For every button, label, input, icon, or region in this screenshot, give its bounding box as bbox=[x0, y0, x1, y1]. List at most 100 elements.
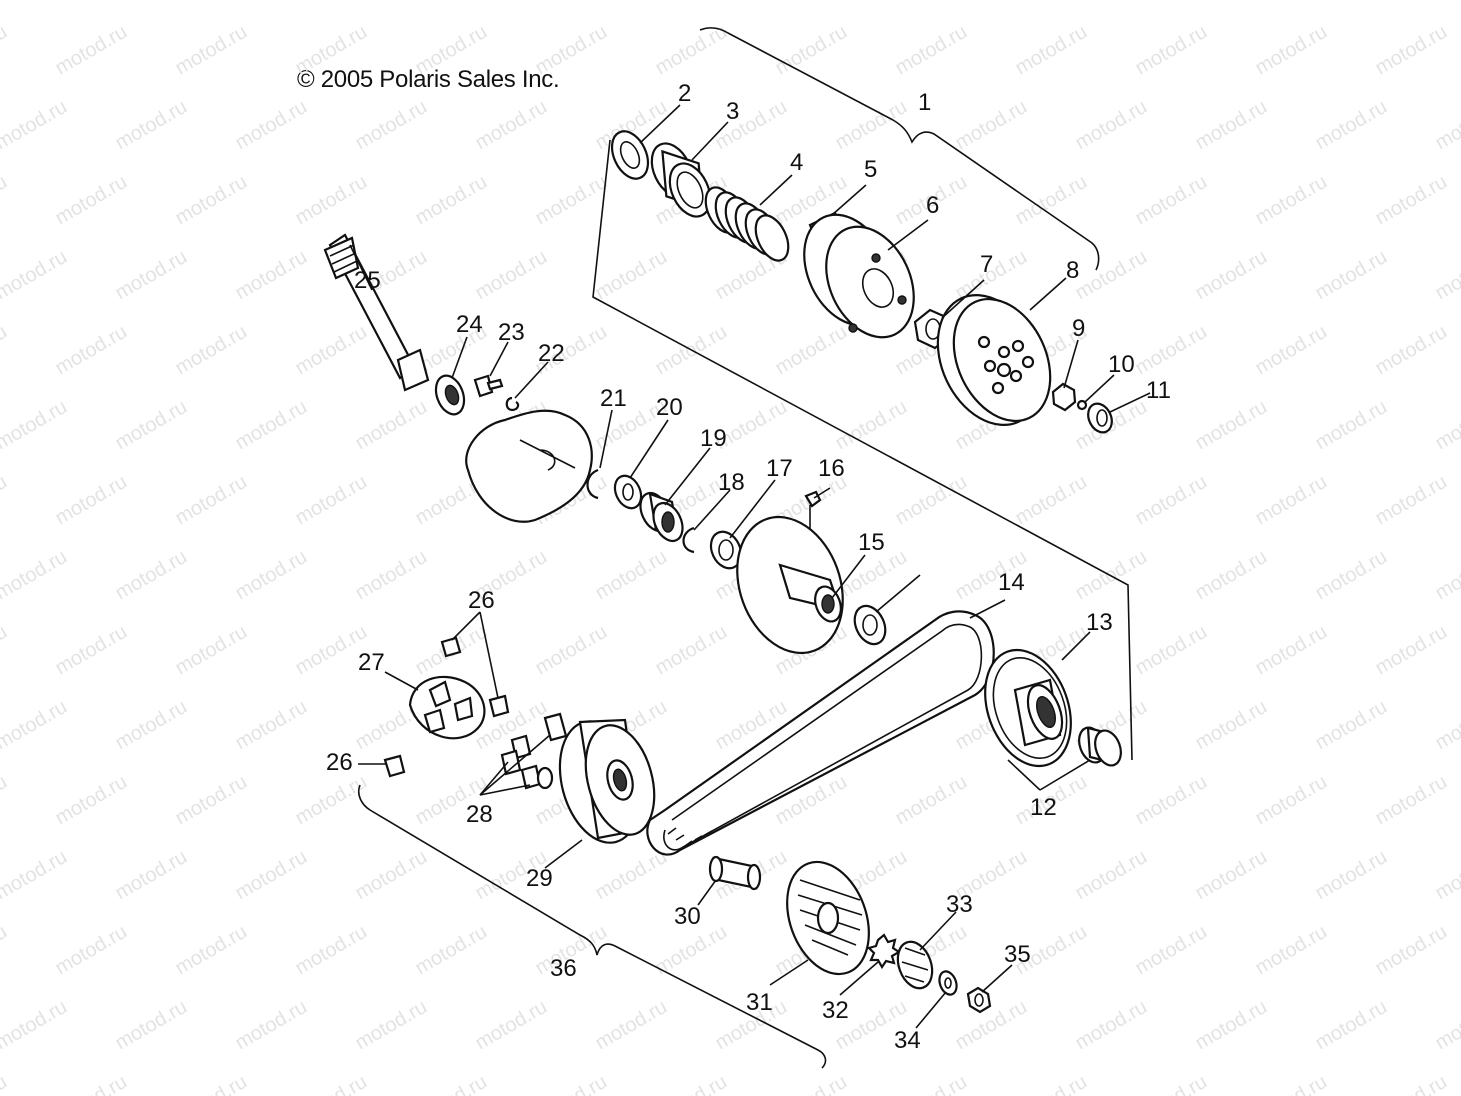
callout-4: 4 bbox=[790, 149, 803, 176]
callout-1: 1 bbox=[918, 89, 931, 116]
watermark-text: motod.ru bbox=[1132, 171, 1211, 230]
part-24-bearing bbox=[434, 374, 466, 416]
watermark-text: motod.ru bbox=[1192, 246, 1271, 305]
watermark-text: motod.ru bbox=[1252, 171, 1331, 230]
part-2-seal bbox=[610, 130, 650, 180]
watermark-text: motod.ru bbox=[1372, 171, 1451, 230]
watermark-text: motod.ru bbox=[412, 921, 491, 980]
watermark-text: motod.ru bbox=[952, 996, 1031, 1055]
watermark-text: motod.ru bbox=[0, 846, 71, 905]
watermark-text: motod.ru bbox=[1192, 96, 1271, 155]
watermark-text: motod.ru bbox=[112, 0, 191, 4]
part-20-washer bbox=[613, 474, 643, 510]
part-6-clutch-shoe bbox=[803, 213, 915, 339]
watermark-text: motod.ru bbox=[1012, 21, 1091, 80]
watermark-text: motod.ru bbox=[952, 96, 1031, 155]
watermark-text: motod.ru bbox=[532, 621, 611, 680]
watermark-text: motod.ru bbox=[1312, 396, 1391, 455]
watermark-text: motod.ru bbox=[412, 1071, 491, 1096]
callout-36: 36 bbox=[550, 955, 577, 982]
callout-8: 8 bbox=[1066, 257, 1079, 284]
part-31-fan bbox=[786, 860, 870, 976]
part-17-seal bbox=[709, 530, 743, 570]
part-12-bushing bbox=[1078, 726, 1122, 767]
callout-26-second: 26 bbox=[326, 749, 353, 776]
watermark-text: motod.ru bbox=[532, 1071, 611, 1096]
watermark-text: motod.ru bbox=[1372, 921, 1451, 980]
watermark-text: motod.ru bbox=[832, 0, 911, 4]
callout-15: 15 bbox=[858, 529, 885, 556]
part-32-star-washer bbox=[866, 933, 902, 970]
watermark-text: motod.ru bbox=[1192, 846, 1271, 905]
watermark-text: motod.ru bbox=[292, 471, 371, 530]
watermark-text: motod.ru bbox=[352, 0, 431, 4]
watermark-text: motod.ru bbox=[0, 396, 71, 455]
watermark-text: motod.ru bbox=[1372, 771, 1451, 830]
part-30-collar bbox=[708, 855, 762, 891]
callout-2: 2 bbox=[678, 80, 691, 107]
watermark-text: motod.ru bbox=[172, 171, 251, 230]
watermark-text: motod.ru bbox=[52, 921, 131, 980]
watermark-text: motod.ru bbox=[1432, 996, 1461, 1055]
watermark-text: motod.ru bbox=[1372, 21, 1451, 80]
part-29-movable-face bbox=[558, 718, 656, 844]
part-10-washer bbox=[1076, 399, 1088, 411]
watermark-text: motod.ru bbox=[1012, 171, 1091, 230]
watermark-text: motod.ru bbox=[1252, 21, 1331, 80]
callout-24: 24 bbox=[456, 311, 483, 338]
watermark-text: motod.ru bbox=[352, 846, 431, 905]
part-23-bolt bbox=[473, 374, 504, 398]
watermark-text: motod.ru bbox=[1132, 921, 1211, 980]
watermark-text: motod.ru bbox=[412, 21, 491, 80]
watermark-text: motod.ru bbox=[1432, 396, 1461, 455]
watermark-text: motod.ru bbox=[292, 771, 371, 830]
part-3-sleeve bbox=[650, 142, 712, 218]
watermark-text: motod.ru bbox=[112, 396, 191, 455]
watermark-text: motod.ru bbox=[0, 621, 11, 680]
watermark-text: motod.ru bbox=[1072, 246, 1151, 305]
watermark-text: motod.ru bbox=[1312, 696, 1391, 755]
watermark-text: motod.ru bbox=[232, 696, 311, 755]
watermark-text: motod.ru bbox=[592, 846, 671, 905]
part-28-rollers bbox=[500, 712, 568, 790]
callout-34: 34 bbox=[894, 1027, 921, 1054]
watermark-text: motod.ru bbox=[52, 771, 131, 830]
watermark-text: motod.ru bbox=[292, 321, 371, 380]
watermark-text: motod.ru bbox=[1132, 471, 1211, 530]
watermark-text: motod.ru bbox=[112, 546, 191, 605]
watermark-text: motod.ru bbox=[1312, 0, 1391, 4]
callout-13: 13 bbox=[1086, 609, 1113, 636]
watermark-text: motod.ru bbox=[1252, 1071, 1331, 1096]
callout-28: 28 bbox=[466, 801, 493, 828]
watermark-text: motod.ru bbox=[0, 546, 71, 605]
watermark-text: motod.ru bbox=[1132, 21, 1211, 80]
watermark-text: motod.ru bbox=[232, 846, 311, 905]
callout-3: 3 bbox=[726, 98, 739, 125]
watermark-text: motod.ru bbox=[1132, 771, 1211, 830]
watermark-text: motod.ru bbox=[232, 246, 311, 305]
part-34-washer bbox=[938, 970, 958, 996]
watermark-text: motod.ru bbox=[472, 0, 551, 4]
watermark-text: motod.ru bbox=[832, 396, 911, 455]
watermark-text: motod.ru bbox=[1372, 1071, 1451, 1096]
callout-23: 23 bbox=[498, 319, 525, 346]
callout-32: 32 bbox=[822, 997, 849, 1024]
watermark-text: motod.ru bbox=[1432, 96, 1461, 155]
part-21-snap-ring bbox=[586, 468, 599, 500]
watermark-text: motod.ru bbox=[172, 771, 251, 830]
part-22-clip bbox=[505, 396, 520, 412]
watermark-text: motod.ru bbox=[112, 996, 191, 1055]
watermark-text: motod.ru bbox=[0, 0, 71, 4]
callout-19: 19 bbox=[700, 425, 727, 452]
watermark-text: motod.ru bbox=[472, 246, 551, 305]
part-26-clips bbox=[383, 636, 510, 778]
watermark-text: motod.ru bbox=[0, 21, 11, 80]
watermark-text: motod.ru bbox=[1252, 921, 1331, 980]
callout-27: 27 bbox=[358, 649, 385, 676]
callout-18: 18 bbox=[718, 469, 745, 496]
bracket-36 bbox=[357, 784, 827, 1069]
callout-9: 9 bbox=[1072, 315, 1085, 342]
part-15-driven-pulley bbox=[736, 515, 844, 655]
watermark-text: motod.ru bbox=[0, 696, 71, 755]
